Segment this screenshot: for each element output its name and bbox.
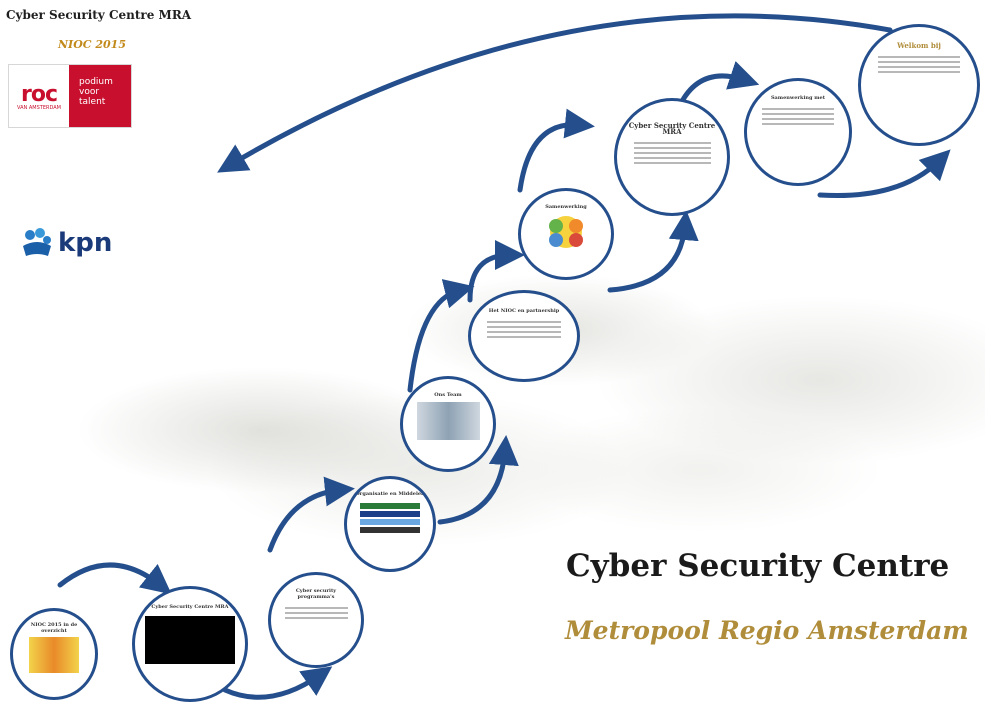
path-arrow-10 [817,149,951,199]
roc-logo-mark: roc VAN AMSTERDAM [9,65,69,127]
kpn-logo: kpn [20,226,112,260]
brand-title: Cyber Security Centre MRA [6,8,192,22]
node-7-title: Samenwerking [545,203,587,210]
path-arrow-5 [407,279,475,393]
brand-subtitle: NIOC 2015 [58,38,126,51]
path-arrow-4 [437,435,519,525]
path-arrow-9 [677,61,760,108]
roc-slogan-line-2: voor [79,87,100,97]
node-3[interactable]: Cyber security programma's [268,572,364,668]
main-subtitle: Metropool Regio Amsterdam [565,616,969,645]
node-6-title: Het NIOC en partnership [488,307,560,314]
video-placeholder [145,616,235,665]
node-6-content [486,318,562,341]
node-7-diagram [549,215,583,248]
node-10-title: Welkom bij [897,41,941,51]
node-1-thumbnail [29,637,79,674]
node-9-title: Samenwerking met [770,95,826,102]
roc-logo: roc VAN AMSTERDAM podium voor talent [8,64,132,128]
main-title: Cyber Security Centre [566,548,950,584]
node-8-content [633,139,711,167]
node-2-title: Cyber Security Centre MRA [151,604,229,611]
roc-logo-slogan: podium voor talent [69,65,131,127]
path-arrow-7 [517,108,595,193]
node-4[interactable]: Organisatie en Middelen [344,476,436,572]
roc-logo-tagline: VAN AMSTERDAM [17,104,61,111]
node-7[interactable]: Samenwerking [518,188,614,280]
node-2[interactable]: Cyber Security Centre MRA [132,586,248,702]
node-8[interactable]: Cyber Security Centre MRA [614,98,730,216]
node-5-photo [416,401,480,440]
node-10-content [878,53,960,76]
kpn-wordmark: kpn [58,228,113,258]
node-9-content [762,105,834,128]
node-3-content [284,604,348,622]
node-5[interactable]: Ons Team [400,376,496,472]
node-4-title: Organisatie en Middelen [355,491,425,498]
kpn-crown-icon [23,228,51,256]
node-5-title: Ons Team [434,391,462,398]
node-9[interactable]: Samenwerking met [744,78,852,186]
node-1-title: NIOC 2015 in de overzicht [30,622,78,635]
path-arrow-1 [57,562,172,595]
roc-slogan-line-3: talent [79,97,106,107]
node-8-title: Cyber Security Centre MRA [628,121,716,136]
node-10[interactable]: Welkom bij [858,24,980,146]
path-arrow-3 [267,476,355,553]
node-6[interactable]: Het NIOC en partnership [468,290,580,382]
path-arrow-2 [222,666,333,700]
path-arrow-return [217,13,893,173]
roc-slogan-line-1: podium [79,77,113,87]
node-4-colorbars [359,501,421,535]
node-1[interactable]: NIOC 2015 in de overzicht [10,608,98,700]
roc-logo-text: roc [20,81,58,107]
path-arrow-6 [467,240,525,303]
node-3-title: Cyber security programma's [295,587,337,600]
path-arrow-8 [607,210,699,293]
